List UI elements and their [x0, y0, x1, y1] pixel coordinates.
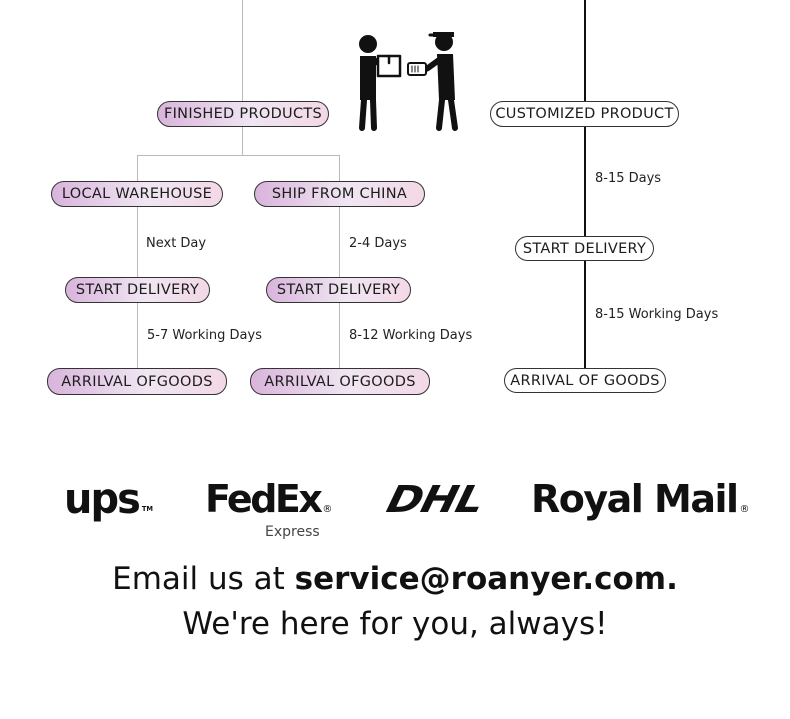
contact-tagline: We're here for you, always! [182, 606, 608, 642]
local-step1-label: Next Day [146, 236, 207, 251]
package-handover-icon [338, 16, 478, 144]
local-warehouse-node: LOCAL WAREHOUSE [51, 181, 223, 207]
connector-custom-step1 [584, 126, 586, 236]
local-step2-label: 5-7 Working Days [147, 328, 262, 343]
fedex-logo: FedEx® Express [205, 479, 332, 540]
custom-arrival-node: ARRIVAL OF GOODS [504, 368, 666, 393]
connector-local-step2 [137, 303, 138, 369]
royal-mail-text: Royal Mail [531, 477, 739, 521]
connector-finished-down [242, 126, 243, 155]
custom-step1-label: 8-15 Days [595, 171, 662, 186]
contact-email-link[interactable]: service@roanyer.com. [294, 561, 678, 597]
connector-china-step2 [339, 303, 340, 369]
royal-mail-logo: Royal Mail® [531, 477, 750, 521]
royal-mail-registered-mark: ® [739, 504, 750, 515]
ups-logo-text: ups [64, 474, 141, 523]
china-start-delivery-node: START DELIVERY [266, 277, 411, 303]
china-step1-label: 2-4 Days [349, 236, 407, 251]
connector-china-step1 [339, 207, 340, 278]
connector-custom-step2 [584, 261, 586, 368]
ship-from-china-node: SHIP FROM CHINA [254, 181, 425, 207]
finished-products-node: FINISHED PRODUCTS [157, 101, 329, 127]
contact-email-line: Email us at service@roanyer.com. [0, 561, 790, 597]
custom-step2-label: 8-15 Working Days [595, 307, 719, 322]
customized-product-node: CUSTOMIZED PRODUCT [490, 101, 679, 127]
contact-prefix: Email us at [112, 561, 295, 597]
custom-start-delivery-node: START DELIVERY [515, 236, 654, 261]
fedex-registered-mark: ® [322, 504, 333, 515]
china-step2-label: 8-12 Working Days [349, 328, 473, 343]
connector-top-left [242, 0, 243, 101]
connector-local-drop [137, 155, 138, 182]
ups-tm-mark: TM [141, 505, 154, 513]
fedex-ex-text: Ex [274, 477, 323, 521]
china-arrival-node: ARRILVAL OFGOODS [250, 368, 430, 395]
connector-custom-top [584, 0, 586, 101]
connector-local-step1 [137, 207, 138, 278]
fedex-fed-text: Fed [205, 477, 277, 521]
local-arrival-node: ARRILVAL OFGOODS [47, 368, 227, 395]
fedex-express-text: Express [265, 524, 320, 540]
dhl-logo: DHL [382, 478, 488, 521]
connector-china-drop [339, 155, 340, 182]
local-start-delivery-node: START DELIVERY [65, 277, 210, 303]
connector-split-horizontal [137, 155, 340, 156]
